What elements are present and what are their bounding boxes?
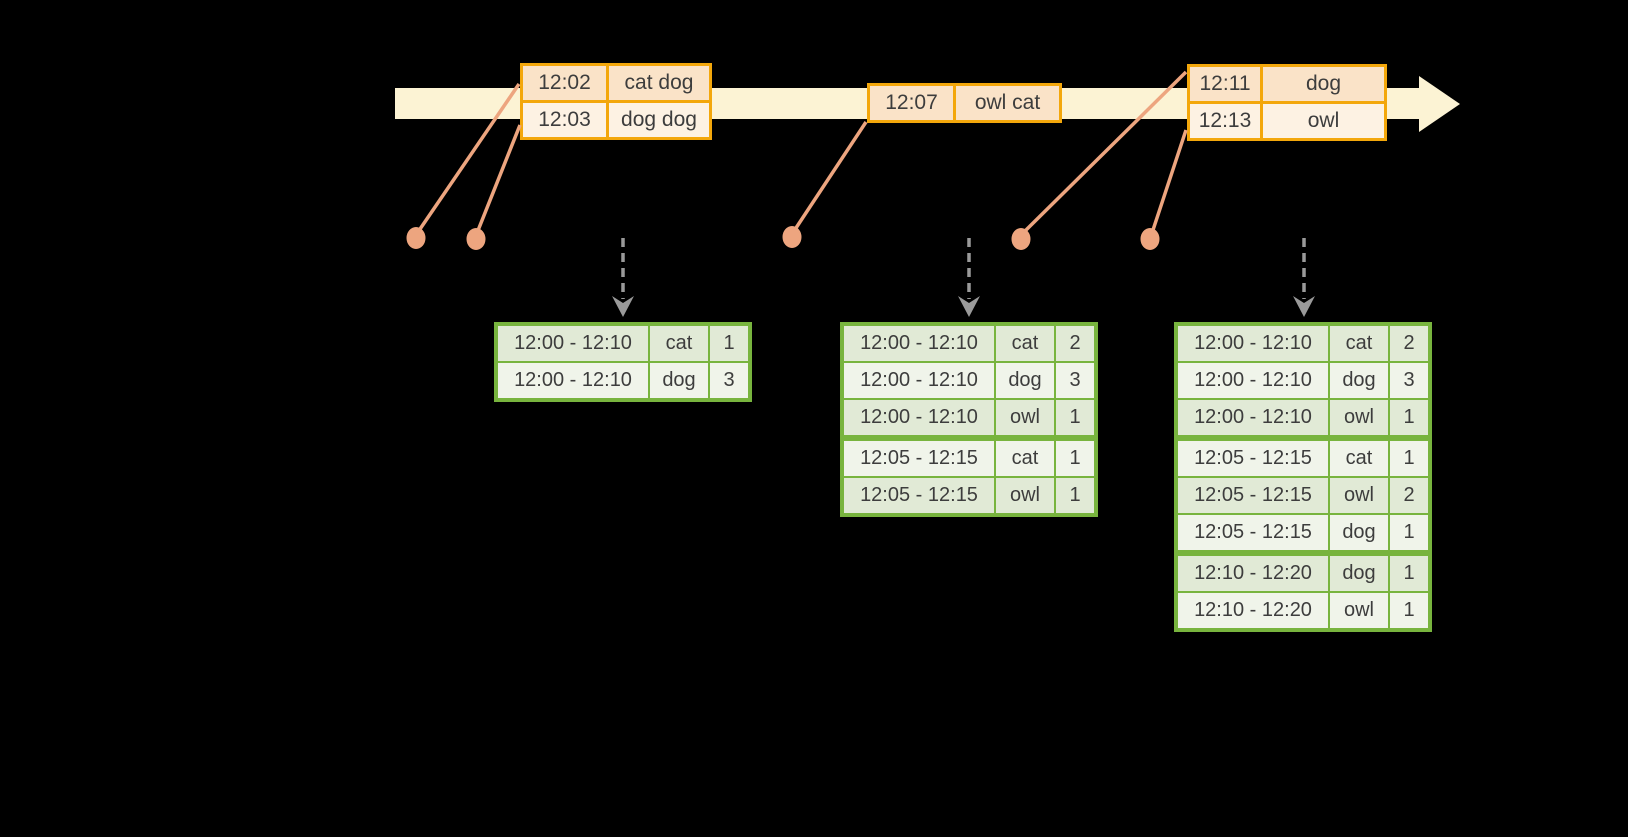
result-count-cell: 1: [1390, 400, 1428, 435]
trigger-arrow-icon: [612, 296, 634, 317]
result-window-cell: 12:10 - 12:20: [1178, 556, 1328, 591]
result-word-cell: owl: [1330, 593, 1388, 628]
result-row: 12:00 - 12:10 cat 2: [1178, 326, 1428, 361]
result-count-cell: 1: [1056, 441, 1094, 476]
result-word-cell: cat: [996, 441, 1054, 476]
event-time-dot: [466, 228, 486, 250]
result-count-cell: 1: [1056, 400, 1094, 435]
result-count-cell: 3: [1056, 363, 1094, 398]
event-time-dot: [406, 227, 426, 249]
result-word-cell: owl: [996, 478, 1054, 513]
result-window-cell: 12:05 - 12:15: [1178, 515, 1328, 550]
event-table-1: 12:02 cat dog 12:03 dog dog: [520, 63, 712, 140]
event-table-2: 12:07 owl cat: [867, 83, 1062, 123]
event-words-cell: dog dog: [609, 103, 709, 137]
event-time-cell: 12:11: [1190, 67, 1260, 101]
result-word-cell: dog: [1330, 363, 1388, 398]
result-window-cell: 12:05 - 12:15: [1178, 441, 1328, 476]
result-row: 12:00 - 12:10 dog 3: [1178, 363, 1428, 398]
result-window-cell: 12:00 - 12:10: [498, 326, 648, 361]
event-words-cell: owl cat: [956, 86, 1059, 120]
result-count-cell: 3: [710, 363, 748, 398]
result-window-cell: 12:00 - 12:10: [1178, 400, 1328, 435]
result-row: 12:05 - 12:15 owl 1: [844, 478, 1094, 513]
result-row: 12:00 - 12:10 dog 3: [844, 363, 1094, 398]
timeline-arrowhead-icon: [1419, 76, 1460, 132]
result-row: 12:10 - 12:20 owl 1: [1178, 593, 1428, 628]
event-connector-line: [792, 121, 868, 232]
event-table-3: 12:11 dog 12:13 owl: [1187, 64, 1387, 141]
result-word-cell: owl: [1330, 400, 1388, 435]
result-word-cell: cat: [1330, 441, 1388, 476]
event-words-cell: dog: [1263, 67, 1384, 101]
event-time-cell: 12:02: [523, 66, 606, 100]
result-table-2: 12:00 - 12:10 cat 2 12:00 - 12:10 dog 3 …: [840, 322, 1098, 517]
event-row: 12:02 cat dog: [523, 66, 709, 100]
result-row: 12:00 - 12:10 owl 1: [844, 400, 1094, 435]
event-row: 12:11 dog: [1190, 67, 1384, 101]
event-row: 12:13 owl: [1190, 104, 1384, 138]
result-word-cell: cat: [650, 326, 708, 361]
event-words-cell: owl: [1263, 104, 1384, 138]
trigger-arrow-icon: [958, 296, 980, 317]
result-count-cell: 1: [1390, 593, 1428, 628]
event-row: 12:03 dog dog: [523, 103, 709, 137]
result-word-cell: owl: [996, 400, 1054, 435]
event-connector-line: [1150, 129, 1188, 234]
event-row: 12:07 owl cat: [870, 86, 1059, 120]
result-window-cell: 12:05 - 12:15: [844, 441, 994, 476]
result-word-cell: dog: [650, 363, 708, 398]
result-word-cell: dog: [1330, 515, 1388, 550]
result-count-cell: 1: [1390, 441, 1428, 476]
result-row: 12:00 - 12:10 dog 3: [498, 363, 748, 398]
result-row: 12:10 - 12:20 dog 1: [1178, 556, 1428, 591]
event-words-cell: cat dog: [609, 66, 709, 100]
result-word-cell: cat: [996, 326, 1054, 361]
result-window-cell: 12:00 - 12:10: [1178, 326, 1328, 361]
result-table-1: 12:00 - 12:10 cat 1 12:00 - 12:10 dog 3: [494, 322, 752, 402]
result-row: 12:00 - 12:10 owl 1: [1178, 400, 1428, 435]
result-word-cell: cat: [1330, 326, 1388, 361]
event-time-dot: [1140, 228, 1160, 250]
result-word-cell: owl: [1330, 478, 1388, 513]
result-count-cell: 1: [1056, 478, 1094, 513]
event-connector-line: [475, 124, 522, 234]
event-time-dot: [1011, 228, 1031, 250]
result-row: 12:05 - 12:15 dog 1: [1178, 515, 1428, 550]
result-word-cell: dog: [1330, 556, 1388, 591]
result-table-3: 12:00 - 12:10 cat 2 12:00 - 12:10 dog 3 …: [1174, 322, 1432, 632]
result-word-cell: dog: [996, 363, 1054, 398]
result-count-cell: 1: [1390, 556, 1428, 591]
result-count-cell: 1: [710, 326, 748, 361]
event-time-cell: 12:13: [1190, 104, 1260, 138]
result-window-cell: 12:00 - 12:10: [1178, 363, 1328, 398]
event-time-dot: [782, 226, 802, 248]
result-window-cell: 12:05 - 12:15: [1178, 478, 1328, 513]
result-row: 12:05 - 12:15 owl 2: [1178, 478, 1428, 513]
result-row: 12:05 - 12:15 cat 1: [1178, 441, 1428, 476]
result-count-cell: 2: [1056, 326, 1094, 361]
event-time-cell: 12:03: [523, 103, 606, 137]
event-time-cell: 12:07: [870, 86, 953, 120]
trigger-arrow-icon: [1293, 296, 1315, 317]
result-row: 12:00 - 12:10 cat 1: [498, 326, 748, 361]
result-window-cell: 12:00 - 12:10: [844, 400, 994, 435]
result-count-cell: 1: [1390, 515, 1428, 550]
result-window-cell: 12:00 - 12:10: [844, 326, 994, 361]
result-count-cell: 3: [1390, 363, 1428, 398]
result-count-cell: 2: [1390, 326, 1428, 361]
result-window-cell: 12:05 - 12:15: [844, 478, 994, 513]
result-count-cell: 2: [1390, 478, 1428, 513]
result-window-cell: 12:10 - 12:20: [1178, 593, 1328, 628]
result-row: 12:00 - 12:10 cat 2: [844, 326, 1094, 361]
result-window-cell: 12:00 - 12:10: [844, 363, 994, 398]
result-row: 12:05 - 12:15 cat 1: [844, 441, 1094, 476]
result-window-cell: 12:00 - 12:10: [498, 363, 648, 398]
